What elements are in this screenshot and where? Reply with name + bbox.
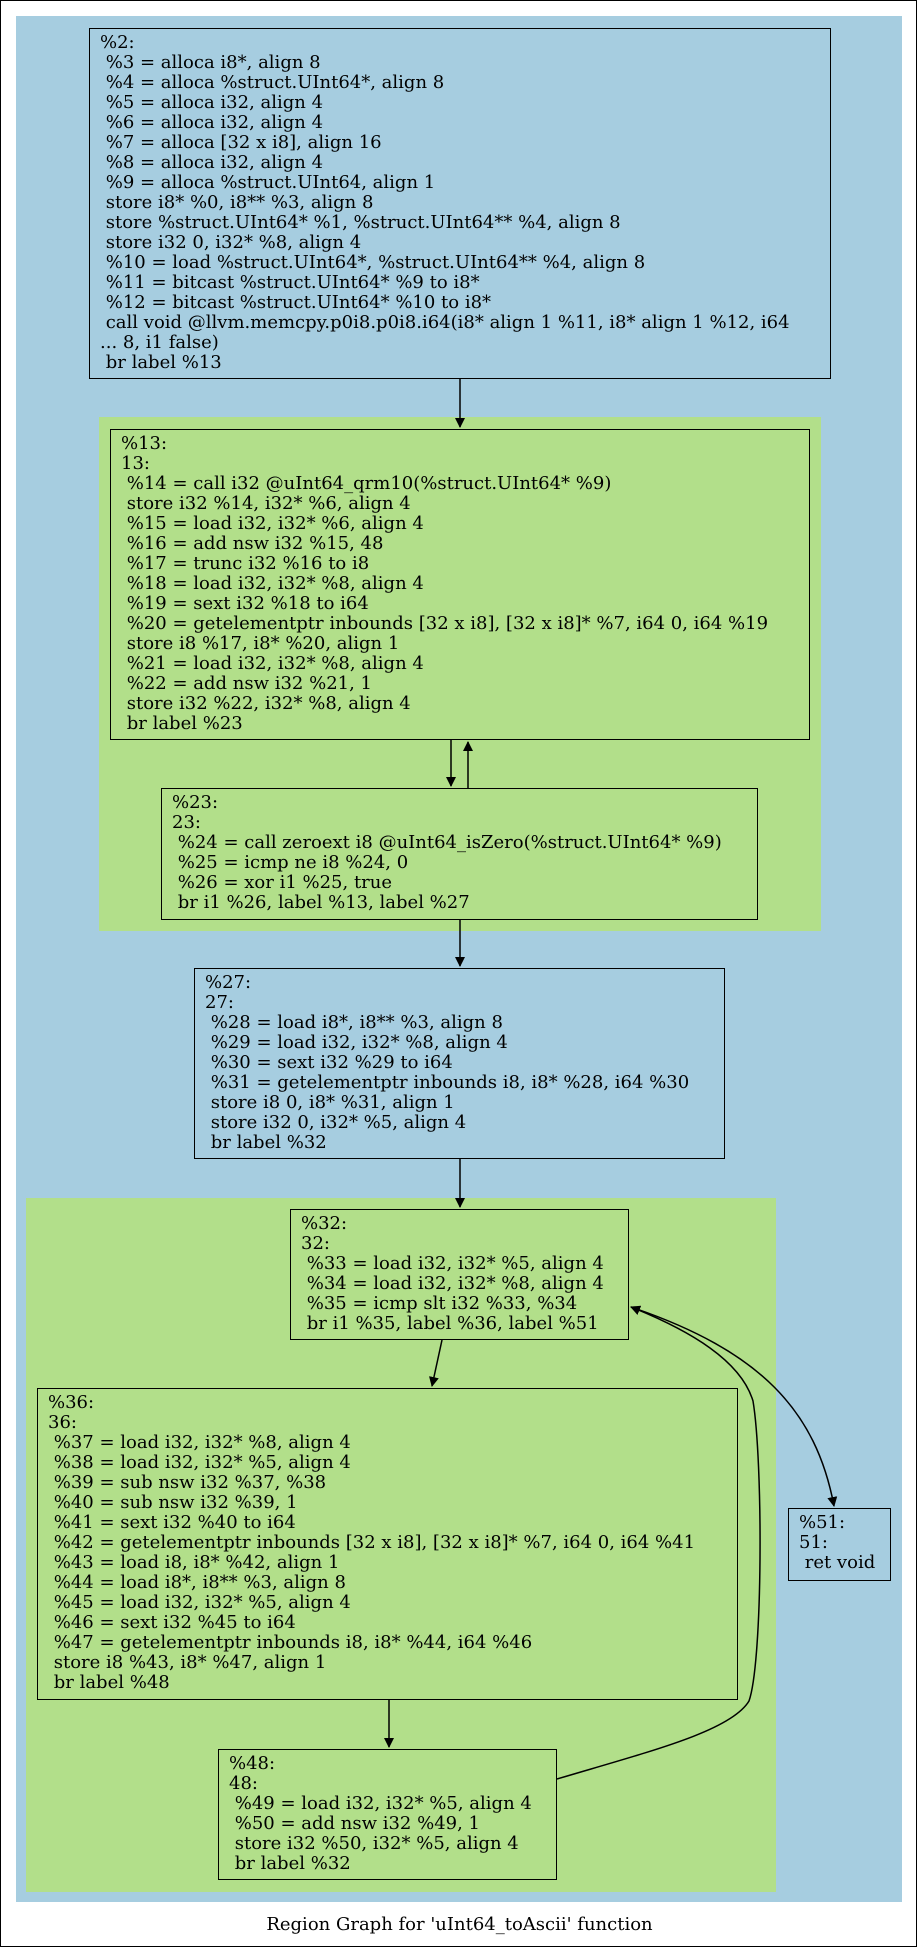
node-line: %26 = xor i1 %25, true bbox=[172, 872, 393, 893]
node-line: %23: bbox=[172, 792, 219, 813]
node-line: %19 = sext i32 %18 to i64 bbox=[121, 593, 369, 614]
node-line: %12 = bitcast %struct.UInt64* %10 to i8* bbox=[100, 292, 492, 313]
node-line: %37 = load i32, i32* %8, align 4 bbox=[48, 1432, 351, 1453]
node-line: br label %48 bbox=[48, 1672, 170, 1693]
node-line: %25 = icmp ne i8 %24, 0 bbox=[172, 852, 409, 873]
node-line: %24 = call zeroext i8 @uInt64_isZero(%st… bbox=[172, 832, 722, 853]
node-line: 23: bbox=[172, 812, 201, 833]
node-line: %28 = load i8*, i8** %3, align 8 bbox=[205, 1012, 503, 1033]
node-line: %47 = getelementptr inbounds i8, i8* %44… bbox=[48, 1632, 533, 1653]
node-line: %49 = load i32, i32* %5, align 4 bbox=[229, 1793, 532, 1814]
node-line: store i32 0, i32* %8, align 4 bbox=[100, 232, 362, 253]
node-line: %50 = add nsw i32 %49, 1 bbox=[229, 1813, 480, 1834]
node-line: %7 = alloca [32 x i8], align 16 bbox=[100, 132, 382, 153]
node-line: %6 = alloca i32, align 4 bbox=[100, 112, 324, 133]
node-line: ... 8, i1 false) bbox=[100, 332, 219, 353]
node-line: 51: bbox=[799, 1532, 828, 1553]
node-2: %2: %3 = alloca i8*, align 8 %4 = alloca… bbox=[89, 28, 831, 379]
node-48: %48:48: %49 = load i32, i32* %5, align 4… bbox=[218, 1749, 557, 1880]
node-23: %23:23: %24 = call zeroext i8 @uInt64_is… bbox=[161, 788, 758, 920]
node-line: store %struct.UInt64* %1, %struct.UInt64… bbox=[100, 212, 621, 233]
node-line: store i32 %14, i32* %6, align 4 bbox=[121, 493, 411, 514]
node-line: br label %32 bbox=[229, 1853, 351, 1874]
node-line: %32: bbox=[301, 1213, 348, 1234]
node-line: 48: bbox=[229, 1773, 258, 1794]
node-line: br i1 %26, label %13, label %27 bbox=[172, 892, 470, 913]
node-line: %31 = getelementptr inbounds i8, i8* %28… bbox=[205, 1072, 690, 1093]
node-line: 36: bbox=[48, 1412, 77, 1433]
node-line: %51: bbox=[799, 1512, 846, 1533]
node-line: store i32 %22, i32* %8, align 4 bbox=[121, 693, 411, 714]
node-line: br i1 %35, label %36, label %51 bbox=[301, 1313, 599, 1334]
node-line: %11 = bitcast %struct.UInt64* %9 to i8* bbox=[100, 272, 480, 293]
node-line: 13: bbox=[121, 453, 150, 474]
node-13: %13:13: %14 = call i32 @uInt64_qrm10(%st… bbox=[110, 429, 810, 740]
node-line: %27: bbox=[205, 972, 252, 993]
node-line: %16 = add nsw i32 %15, 48 bbox=[121, 533, 384, 554]
node-line: ret void bbox=[799, 1552, 876, 1573]
node-line: %10 = load %struct.UInt64*, %struct.UInt… bbox=[100, 252, 646, 273]
node-line: %46 = sext i32 %45 to i64 bbox=[48, 1612, 296, 1633]
node-line: store i8* %0, i8** %3, align 8 bbox=[100, 192, 374, 213]
node-line: %9 = alloca %struct.UInt64, align 1 bbox=[100, 172, 436, 193]
node-line: %40 = sub nsw i32 %39, 1 bbox=[48, 1492, 298, 1513]
node-line: %38 = load i32, i32* %5, align 4 bbox=[48, 1452, 351, 1473]
node-line: %35 = icmp slt i32 %33, %34 bbox=[301, 1293, 578, 1314]
node-line: store i8 %43, i8* %47, align 1 bbox=[48, 1652, 327, 1673]
node-line: %18 = load i32, i32* %8, align 4 bbox=[121, 573, 424, 594]
node-line: %43 = load i8, i8* %42, align 1 bbox=[48, 1552, 340, 1573]
graph-caption: Region Graph for 'uInt64_toAscii' functi… bbox=[266, 1914, 653, 1935]
node-line: %29 = load i32, i32* %8, align 4 bbox=[205, 1032, 508, 1053]
node-line: store i32 0, i32* %5, align 4 bbox=[205, 1112, 467, 1133]
node-line: %39 = sub nsw i32 %37, %38 bbox=[48, 1472, 327, 1493]
node-line: 32: bbox=[301, 1233, 330, 1254]
node-line: br label %23 bbox=[121, 713, 243, 734]
node-line: %13: bbox=[121, 433, 168, 454]
node-line: %4 = alloca %struct.UInt64*, align 8 bbox=[100, 72, 445, 93]
node-line: store i8 0, i8* %31, align 1 bbox=[205, 1092, 455, 1113]
node-51: %51:51: ret void bbox=[788, 1508, 891, 1581]
node-line: %33 = load i32, i32* %5, align 4 bbox=[301, 1253, 604, 1274]
node-line: br label %13 bbox=[100, 352, 222, 373]
node-line: %30 = sext i32 %29 to i64 bbox=[205, 1052, 453, 1073]
node-line: %45 = load i32, i32* %5, align 4 bbox=[48, 1592, 351, 1613]
node-line: store i32 %50, i32* %5, align 4 bbox=[229, 1833, 519, 1854]
node-line: %44 = load i8*, i8** %3, align 8 bbox=[48, 1572, 346, 1593]
node-line: %42 = getelementptr inbounds [32 x i8], … bbox=[48, 1532, 696, 1553]
node-line: 27: bbox=[205, 992, 234, 1013]
node-line: %14 = call i32 @uInt64_qrm10(%struct.UIn… bbox=[121, 473, 612, 494]
node-line: %17 = trunc i32 %16 to i8 bbox=[121, 553, 370, 574]
node-line: call void @llvm.memcpy.p0i8.p0i8.i64(i8*… bbox=[100, 312, 790, 333]
node-line: store i8 %17, i8* %20, align 1 bbox=[121, 633, 400, 654]
node-line: %34 = load i32, i32* %8, align 4 bbox=[301, 1273, 604, 1294]
node-line: %15 = load i32, i32* %6, align 4 bbox=[121, 513, 424, 534]
node-line: %22 = add nsw i32 %21, 1 bbox=[121, 673, 372, 694]
node-line: %48: bbox=[229, 1753, 276, 1774]
node-line: br label %32 bbox=[205, 1132, 327, 1153]
node-line: %41 = sext i32 %40 to i64 bbox=[48, 1512, 296, 1533]
node-line: %8 = alloca i32, align 4 bbox=[100, 152, 324, 173]
node-line: %21 = load i32, i32* %8, align 4 bbox=[121, 653, 424, 674]
node-line: %36: bbox=[48, 1392, 95, 1413]
node-line: %3 = alloca i8*, align 8 bbox=[100, 52, 321, 73]
node-32: %32:32: %33 = load i32, i32* %5, align 4… bbox=[290, 1209, 629, 1340]
node-line: %20 = getelementptr inbounds [32 x i8], … bbox=[121, 613, 769, 634]
node-36: %36:36: %37 = load i32, i32* %8, align 4… bbox=[37, 1388, 738, 1700]
node-line: %2: bbox=[100, 32, 135, 53]
node-line: %5 = alloca i32, align 4 bbox=[100, 92, 324, 113]
node-27: %27:27: %28 = load i8*, i8** %3, align 8… bbox=[194, 968, 725, 1159]
